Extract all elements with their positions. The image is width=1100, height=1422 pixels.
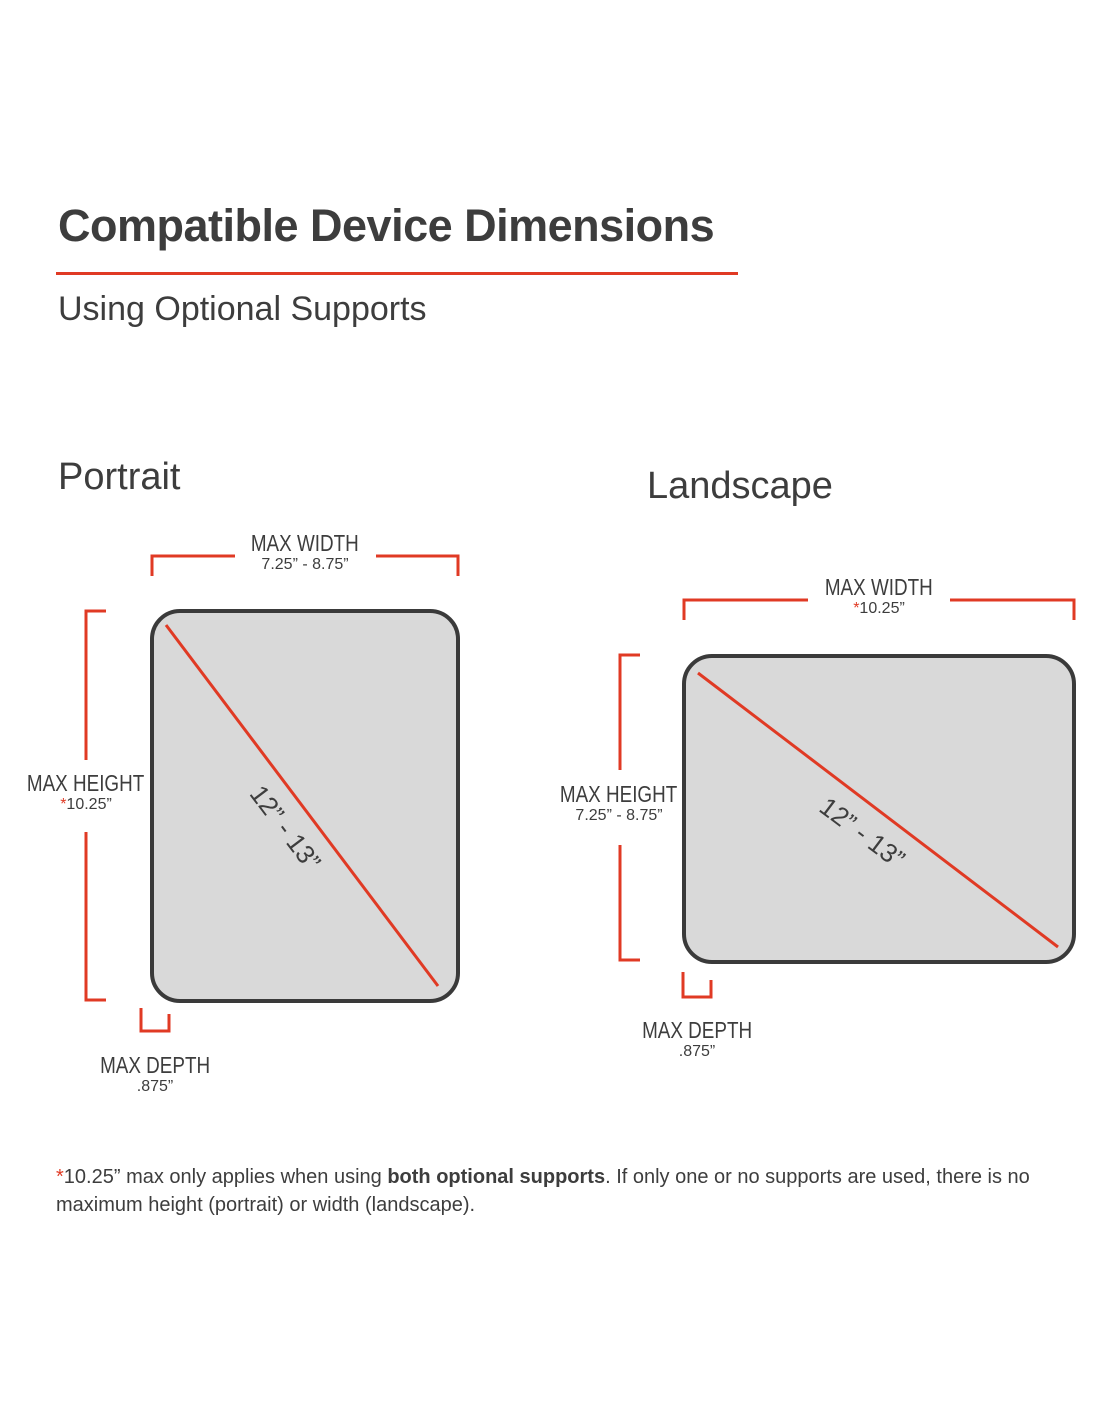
portrait-max-height: MAX HEIGHT *10.25” bbox=[0, 772, 186, 813]
landscape-height-bracket-bottom bbox=[618, 845, 640, 962]
portrait-max-depth: MAX DEPTH .875” bbox=[55, 1054, 255, 1095]
portrait-height-bracket-bottom bbox=[84, 832, 106, 1002]
asterisk: * bbox=[853, 600, 860, 617]
landscape-width-bracket-left bbox=[682, 598, 808, 620]
footnote-bold: both optional supports bbox=[387, 1166, 606, 1188]
landscape-depth-bracket bbox=[681, 972, 713, 999]
title-underline bbox=[56, 272, 738, 275]
portrait-width-bracket-left bbox=[150, 554, 235, 576]
portrait-width-bracket-right bbox=[376, 554, 460, 576]
asterisk: * bbox=[60, 796, 67, 813]
landscape-max-height: MAX HEIGHT 7.25” - 8.75” bbox=[519, 783, 719, 824]
landscape-diagonal bbox=[697, 671, 1059, 949]
footnote-text: 10.25” max only applies when using bbox=[63, 1166, 388, 1188]
landscape-max-width-label: MAX WIDTH bbox=[825, 574, 933, 600]
portrait-max-height-label: MAX HEIGHT bbox=[27, 770, 145, 796]
footnote: *10.25” max only applies when using both… bbox=[56, 1163, 1076, 1219]
landscape-max-depth: MAX DEPTH .875” bbox=[597, 1019, 797, 1060]
portrait-height-bracket-top bbox=[84, 609, 106, 760]
portrait-depth-bracket bbox=[139, 1008, 171, 1033]
landscape-max-depth-value: .875” bbox=[678, 1043, 716, 1060]
portrait-max-width-value: 7.25” - 8.75” bbox=[261, 556, 349, 573]
portrait-heading: Portrait bbox=[58, 456, 181, 498]
landscape-max-width-value: 10.25” bbox=[859, 600, 905, 617]
portrait-max-depth-value: .875” bbox=[136, 1078, 174, 1095]
asterisk: * bbox=[56, 1166, 64, 1188]
portrait-max-depth-label: MAX DEPTH bbox=[99, 1052, 211, 1078]
landscape-max-height-label: MAX HEIGHT bbox=[560, 781, 678, 807]
landscape-height-bracket-top bbox=[618, 653, 640, 770]
landscape-heading: Landscape bbox=[647, 465, 833, 507]
landscape-max-depth-label: MAX DEPTH bbox=[641, 1017, 753, 1043]
landscape-max-height-value: 7.25” - 8.75” bbox=[575, 807, 663, 824]
portrait-diagonal bbox=[164, 624, 440, 987]
footnote-text-end: . If only one or no supports are used, t… bbox=[56, 1166, 1030, 1216]
landscape-width-bracket-right bbox=[950, 598, 1076, 620]
portrait-max-height-value: 10.25” bbox=[66, 796, 112, 813]
portrait-max-width-label: MAX WIDTH bbox=[251, 530, 359, 556]
landscape-max-width: MAX WIDTH *10.25” bbox=[779, 576, 979, 617]
page-subtitle: Using Optional Supports bbox=[58, 290, 427, 328]
portrait-max-width: MAX WIDTH 7.25” - 8.75” bbox=[205, 532, 405, 573]
page-title: Compatible Device Dimensions bbox=[58, 200, 715, 251]
